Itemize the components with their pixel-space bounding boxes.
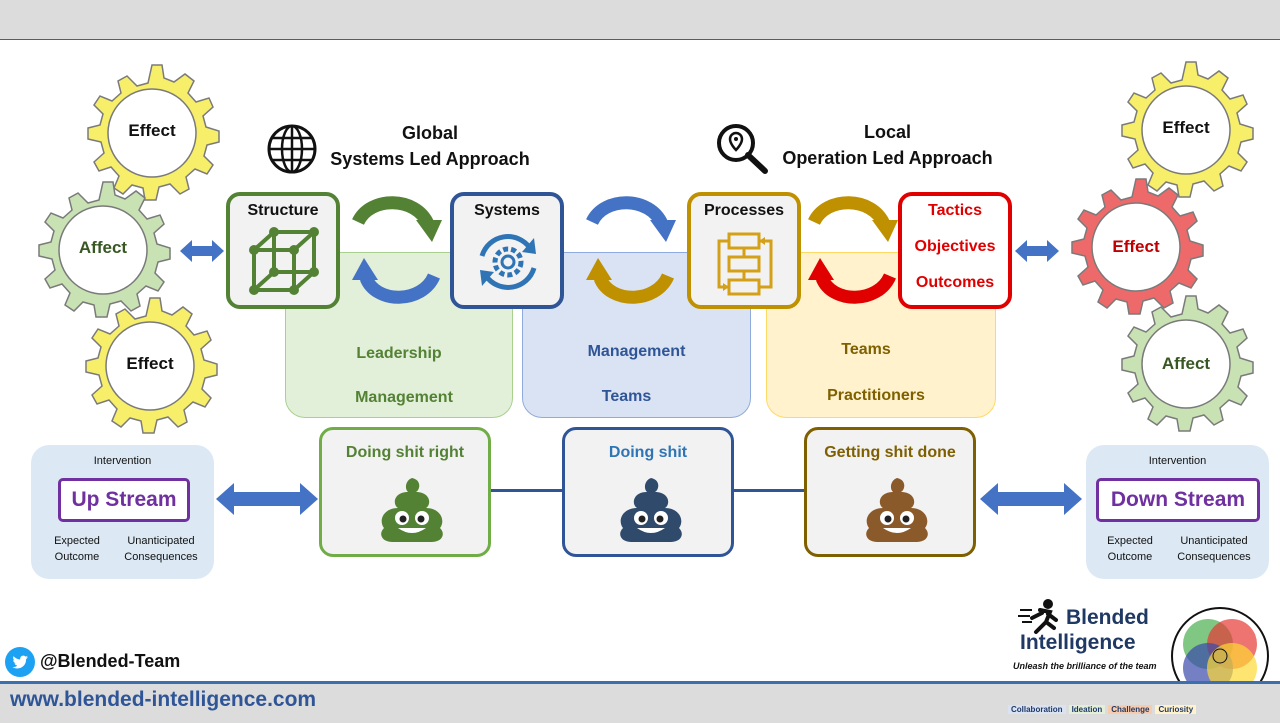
up-stream-button[interactable]: Up Stream (58, 478, 190, 522)
top-bar (0, 0, 1280, 40)
expected-line1: Expected (54, 535, 100, 547)
unanticipated-line1: Unanticipated (1180, 535, 1248, 547)
double-arrow-icon (216, 483, 318, 515)
venn-logo-icon (1171, 607, 1269, 705)
gear-label: Effect (128, 121, 176, 140)
processes-label: Processes (703, 202, 785, 219)
logo-line1: Blended (1066, 606, 1149, 629)
connector-line (733, 489, 807, 492)
search-location-icon (717, 124, 768, 174)
objectives-label: Objectives (914, 238, 996, 255)
doing-shit-right-box: Doing shit right (319, 427, 491, 557)
gear-label: Effect (1162, 118, 1210, 137)
upstream-unanticipated: Unanticipated Consequences (117, 533, 205, 565)
upstream-panel: Intervention Up Stream Expected Outcome … (31, 445, 214, 579)
upstream-expected: Expected Outcome (45, 533, 109, 565)
global-line1: Global (401, 123, 458, 143)
gear-label: Effect (1112, 237, 1160, 256)
expected-line1: Expected (1107, 535, 1153, 547)
structure-label: Structure (247, 202, 319, 219)
gear-right-top: Effect (1116, 60, 1256, 200)
downstream-intervention-label: Intervention (1148, 455, 1207, 467)
systems-box: Systems (450, 192, 564, 309)
upstream-intervention-label: Intervention (93, 455, 152, 467)
cycle-arrows-blue-gold (586, 196, 676, 304)
poop-emoji-icon (866, 478, 928, 542)
gear-right-mid: Effect (1066, 177, 1206, 317)
gear-icon (87, 64, 220, 201)
gear-left-bottom: Effect (80, 296, 220, 436)
downstream-expected: Expected Outcome (1098, 533, 1162, 565)
unanticipated-line2: Consequences (1177, 551, 1251, 563)
gear-label: Effect (126, 354, 174, 373)
tag-collaboration: Collaboration (1008, 705, 1066, 714)
twitter-handle[interactable]: @Blended-Team (40, 651, 181, 671)
local-title: Local Operation Led Approach (775, 119, 1000, 171)
tag-challenge: Challenge (1108, 705, 1153, 714)
double-arrow-icon (980, 483, 1082, 515)
logo-tags: Collaboration Ideation Challenge Curiosi… (1008, 705, 1197, 714)
expected-line2: Outcome (54, 551, 100, 563)
cog-refresh-icon (479, 234, 537, 290)
global-line2: Systems Led Approach (330, 149, 530, 169)
cycle-arrows-green-blue (352, 196, 442, 304)
gear-icon (1071, 178, 1204, 315)
process-flow-icon (717, 232, 773, 296)
gear-icon (1121, 61, 1254, 198)
gear-left-mid: Affect (33, 180, 173, 320)
gear-label: Affect (78, 238, 128, 257)
poop-emoji-icon (381, 478, 443, 542)
down-stream-button[interactable]: Down Stream (1096, 478, 1260, 522)
gear-left-top: Effect (82, 63, 222, 203)
panel-green-line1: Leadership (356, 345, 442, 362)
panel-blue-line2: Teams (601, 388, 652, 405)
global-title: Global Systems Led Approach (320, 120, 540, 172)
processes-box: Processes (687, 192, 801, 309)
getting-shit-done-box: Getting shit done (804, 427, 976, 557)
local-line2: Operation Led Approach (782, 148, 993, 168)
outcomes-label: Outcomes (915, 274, 995, 291)
logo-tagline: Unleash the brilliance of the team (1013, 661, 1157, 671)
globe-icon (267, 124, 317, 174)
local-line1: Local (863, 122, 911, 142)
running-person-icon (1018, 599, 1058, 634)
panel-yellow-line1: Teams (841, 341, 891, 358)
twitter-icon[interactable] (5, 647, 35, 677)
systems-label: Systems (474, 202, 540, 219)
poop-emoji-icon (620, 478, 682, 542)
gear-icon (1121, 295, 1254, 432)
panel-blue-line1: Management (587, 343, 686, 360)
doing-label: Doing shit (608, 444, 688, 461)
gear-icon (38, 181, 171, 318)
gear-right-bottom: Affect (1116, 294, 1256, 434)
cube-icon (249, 227, 319, 295)
cycle-arrows-gold-red (808, 196, 898, 304)
downstream-unanticipated: Unanticipated Consequences (1170, 533, 1258, 565)
logo-line2: Intelligence (1020, 631, 1136, 654)
unanticipated-line2: Consequences (124, 551, 198, 563)
panel-yellow-line2: Practitioners (827, 387, 925, 404)
doing-shit-box: Doing shit (562, 427, 734, 557)
bottom-bar (0, 681, 1280, 723)
tag-curiosity: Curiosity (1155, 705, 1197, 714)
double-arrow-icon (1015, 240, 1059, 262)
panel-green-line2: Management (355, 389, 453, 406)
done-label: Getting shit done (824, 444, 956, 461)
outcomes-box: Tactics Objectives Outcomes (898, 192, 1012, 309)
tag-ideation: Ideation (1068, 705, 1106, 714)
gear-icon (85, 297, 218, 434)
double-arrow-icon (180, 240, 224, 262)
connector-line (490, 489, 564, 492)
gear-label: Affect (1161, 354, 1211, 373)
website-url[interactable]: www.blended-intelligence.com (10, 688, 317, 711)
doing-right-label: Doing shit right (345, 444, 465, 461)
structure-box: Structure (226, 192, 340, 309)
expected-line2: Outcome (1107, 551, 1153, 563)
tactics-label: Tactics (928, 202, 982, 219)
unanticipated-line1: Unanticipated (127, 535, 195, 547)
downstream-panel: Intervention Down Stream Expected Outcom… (1086, 445, 1269, 579)
